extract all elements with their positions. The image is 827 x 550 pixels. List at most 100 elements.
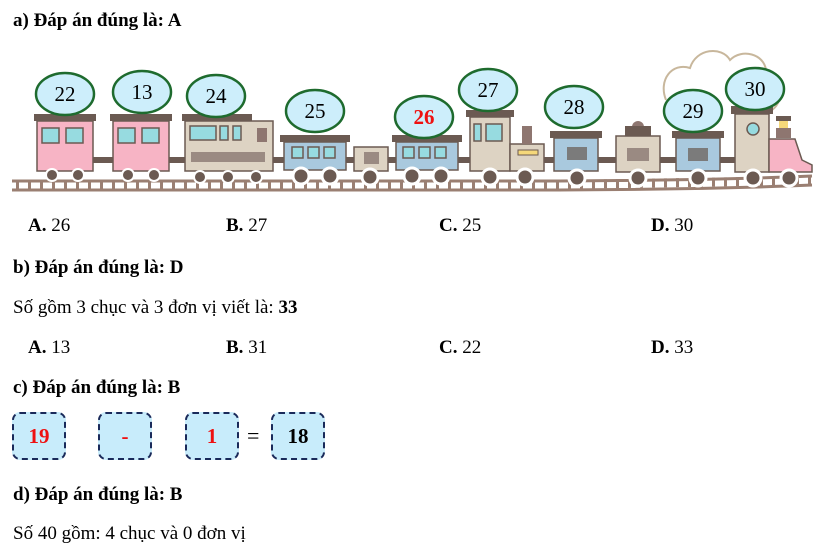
track-tie [136, 181, 139, 190]
train-car-9 [672, 131, 724, 188]
track-tie [508, 180, 511, 190]
part-d-explanation: Số 40 gồm: 4 chục và 0 đơn vị [13, 523, 246, 544]
bubble-number: 25 [305, 99, 326, 123]
option-b[interactable]: B. 27 [226, 214, 267, 238]
track-tie [544, 180, 547, 190]
track-tie [472, 181, 475, 190]
track-tie [28, 181, 31, 190]
track-tie [460, 181, 463, 190]
train-car-5 [392, 135, 462, 186]
part-a-options: A. 26 B. 27 C. 25 D. 30 [0, 214, 827, 238]
option-a[interactable]: A. 13 [28, 336, 70, 360]
track-tie [604, 179, 607, 189]
option-letter: A. [28, 337, 47, 358]
option-b[interactable]: B. 31 [226, 336, 267, 360]
option-value: 33 [674, 337, 694, 358]
number-bubble: 22 [34, 71, 96, 117]
number-bubble: 25 [284, 88, 346, 134]
option-a[interactable]: A. 26 [28, 214, 70, 238]
number-bubble: 28 [543, 84, 605, 130]
option-value: 31 [248, 337, 268, 358]
track-tie [652, 178, 655, 188]
number-bubble: 29 [662, 88, 724, 134]
result-box: 18 [271, 412, 325, 460]
train-car-4 [280, 135, 350, 186]
option-value: 13 [51, 337, 71, 358]
option-value: 25 [462, 215, 482, 236]
track-tie [52, 181, 55, 190]
track-tie [712, 177, 715, 187]
track-tie [592, 179, 595, 189]
train-car-3 [182, 114, 274, 184]
track-tie [496, 181, 499, 190]
track-tie [532, 180, 535, 190]
track-tie [616, 179, 619, 189]
number-bubble: 26 [393, 94, 455, 140]
part-b-options: A. 13 B. 31 C. 22 D. 33 [0, 336, 827, 360]
track-tie [412, 181, 415, 190]
track-tie [556, 180, 559, 190]
track-tie [112, 181, 115, 190]
bubble-number: 30 [745, 77, 766, 101]
option-letter: A. [28, 215, 47, 236]
track-tie [220, 181, 223, 190]
operand1-box: 19 [12, 412, 66, 460]
explanation-text: Số gồm 3 chục và 3 đơn vị viết là: [13, 297, 279, 318]
track-tie [256, 181, 259, 190]
track-tie [196, 181, 199, 190]
option-letter: D. [651, 215, 670, 236]
track-tie [736, 177, 739, 187]
train-car-small [353, 146, 389, 187]
track-tie [280, 181, 283, 190]
train-car-8 [615, 121, 661, 188]
number-bubble: 27 [457, 67, 519, 113]
part-b-explanation: Số gồm 3 chục và 3 đơn vị viết là: 33 [13, 297, 297, 319]
track-tie [64, 181, 67, 190]
bubble-number: 13 [132, 80, 153, 104]
track-tie [100, 181, 103, 190]
option-letter: C. [439, 337, 458, 358]
track-tie [676, 178, 679, 188]
option-letter: C. [439, 215, 458, 236]
bubble-number: 29 [683, 99, 704, 123]
track-tie [184, 181, 187, 190]
option-d[interactable]: D. 33 [651, 336, 693, 360]
track-tie [628, 178, 631, 188]
option-value: 30 [674, 215, 694, 236]
train-illustration: 22 13 24 25 26 27 28 29 30 [12, 50, 813, 192]
equals-sign: = [247, 423, 260, 448]
operator-box: - [98, 412, 152, 460]
train-car-6 [466, 110, 545, 187]
option-letter: B. [226, 337, 244, 358]
option-c[interactable]: C. 25 [439, 214, 481, 238]
track-tie [484, 181, 487, 190]
train-car-7 [550, 131, 602, 188]
track-tie [40, 181, 43, 190]
bubble-number: 26 [414, 105, 435, 129]
track-tie [388, 181, 391, 190]
train-locomotive [731, 106, 813, 188]
track-tie [352, 181, 355, 190]
option-letter: B. [226, 215, 244, 236]
track-tie [232, 181, 235, 190]
track-tie [340, 181, 343, 190]
track-tie [124, 181, 127, 190]
track-tie [568, 179, 571, 189]
train-car-2 [110, 114, 172, 182]
option-value: 26 [51, 215, 71, 236]
option-c[interactable]: C. 22 [439, 336, 481, 360]
bubble-number: 24 [206, 84, 228, 108]
track-tie [364, 181, 367, 190]
number-bubble: 24 [185, 73, 247, 119]
track-tie [424, 181, 427, 190]
number-bubble: 30 [724, 66, 786, 112]
option-letter: D. [651, 337, 670, 358]
track-tie [376, 181, 379, 190]
track-tie [724, 177, 727, 187]
part-d-heading: d) Đáp án đúng là: B [13, 484, 183, 505]
track-tie [304, 181, 307, 190]
track-tie [208, 181, 211, 190]
track-tie [268, 181, 271, 190]
track-tie [688, 177, 691, 187]
option-d[interactable]: D. 30 [651, 214, 693, 238]
